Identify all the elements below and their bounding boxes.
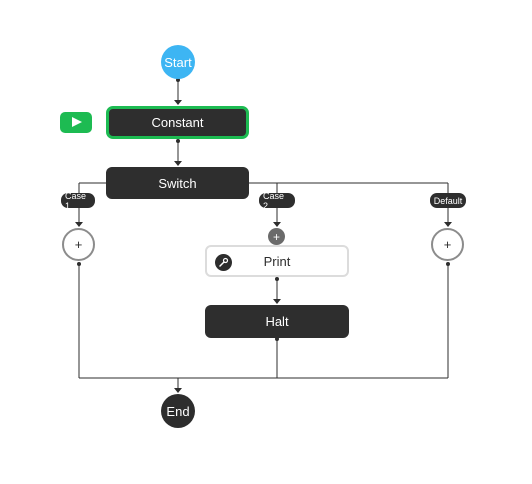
end-node[interactable]: End [161, 394, 195, 428]
default-label: Default [433, 195, 463, 206]
case1-tag[interactable]: Case 1 [61, 190, 95, 211]
switch-node[interactable]: Switch [106, 167, 249, 199]
constant-label: Constant [151, 115, 204, 130]
plus-icon: + [443, 237, 452, 252]
print-node[interactable]: Print [205, 245, 349, 277]
default-tag[interactable]: Default [430, 193, 466, 208]
add-step-default-button[interactable]: + [431, 228, 464, 261]
plus-icon: + [272, 229, 280, 244]
halt-label: Halt [265, 314, 289, 329]
start-label: Start [164, 54, 192, 70]
plus-icon: + [74, 237, 83, 252]
halt-node[interactable]: Halt [205, 305, 349, 338]
case2-tag[interactable]: Case 2 [259, 190, 295, 211]
constant-node[interactable]: Constant [106, 106, 249, 139]
end-label: End [166, 403, 190, 419]
play-icon[interactable] [60, 112, 92, 133]
case1-label: Case 1 [65, 190, 87, 211]
add-step-case1-button[interactable]: + [62, 228, 95, 261]
start-node[interactable]: Start [161, 45, 195, 79]
print-label: Print [263, 253, 291, 269]
add-step-case2-button[interactable]: + [268, 228, 285, 245]
case2-label: Case 2 [263, 190, 285, 211]
wrench-icon [215, 254, 232, 271]
switch-label: Switch [158, 175, 197, 191]
